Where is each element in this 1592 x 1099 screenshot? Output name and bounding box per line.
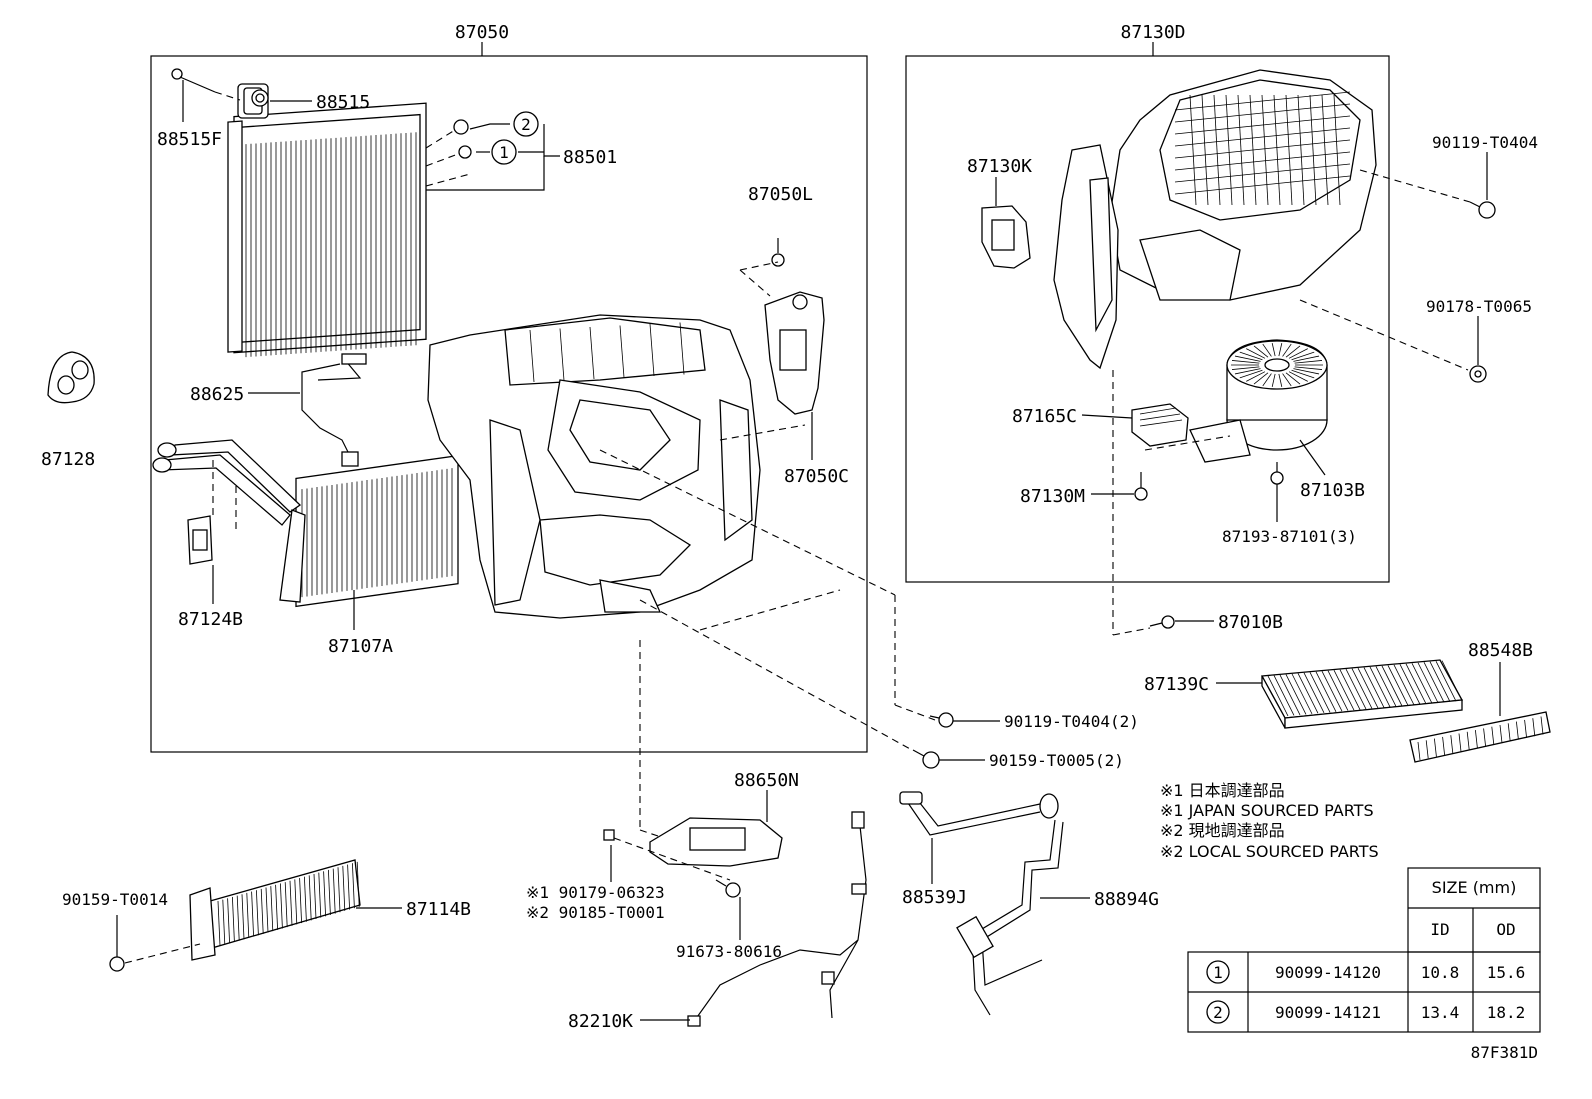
label-88625: 88625 bbox=[190, 384, 244, 405]
note-3: ※2 現地調達部品 bbox=[1160, 821, 1285, 840]
hose-88539J[interactable] bbox=[899, 791, 1059, 836]
row-1-part: 90099-14120 bbox=[1275, 963, 1381, 982]
row-2-id: 13.4 bbox=[1421, 1003, 1460, 1022]
sourcing-notes: ※1 日本調達部品 ※1 JAPAN SOURCED PARTS ※2 現地調達… bbox=[1160, 781, 1379, 861]
grommet-87128[interactable] bbox=[47, 351, 95, 404]
row-2-part: 90099-14121 bbox=[1275, 1003, 1381, 1022]
bolt-90159-T0014[interactable] bbox=[109, 915, 125, 972]
label-87114B: 87114B bbox=[406, 899, 471, 920]
label-88501: 88501 bbox=[563, 147, 617, 168]
size-table-col-od: OD bbox=[1496, 920, 1515, 939]
blower-housing[interactable] bbox=[1053, 69, 1377, 370]
label-90119-T0404-2: 90119-T0404(2) bbox=[1004, 712, 1139, 731]
label-88515: 88515 bbox=[316, 92, 370, 113]
nut-90178-T0065[interactable] bbox=[1469, 365, 1487, 383]
label-87103B: 87103B bbox=[1300, 480, 1365, 501]
label-90185-T0001: ※2 90185-T0001 bbox=[526, 903, 665, 922]
callout-1: 1 bbox=[491, 139, 517, 165]
screw-87050L[interactable] bbox=[771, 238, 785, 267]
clamp-87124B[interactable] bbox=[187, 515, 213, 565]
label-82210K: 82210K bbox=[568, 1011, 633, 1032]
evaporator-core[interactable] bbox=[227, 102, 427, 358]
label-88515F: 88515F bbox=[157, 129, 222, 150]
label-90159-T0005-2: 90159-T0005(2) bbox=[989, 751, 1124, 770]
label-87193-87101: 87193-87101(3) bbox=[1222, 527, 1357, 546]
label-87165C: 87165C bbox=[1012, 406, 1077, 427]
note-2: ※1 JAPAN SOURCED PARTS bbox=[1160, 801, 1374, 820]
label-87139C: 87139C bbox=[1144, 674, 1209, 695]
filter-cover-88548B[interactable] bbox=[1409, 711, 1551, 763]
clip-91673-80616[interactable] bbox=[715, 879, 741, 898]
label-87130M: 87130M bbox=[1020, 486, 1085, 507]
row-1-od: 15.6 bbox=[1487, 963, 1526, 982]
label-87128: 87128 bbox=[41, 449, 95, 470]
label-87050: 87050 bbox=[455, 22, 509, 43]
ptc-heater-87114B[interactable] bbox=[189, 859, 361, 961]
screw-87193[interactable] bbox=[1270, 462, 1284, 485]
screw-87130M[interactable] bbox=[1134, 472, 1148, 501]
cabin-air-filter-87139C[interactable] bbox=[1260, 659, 1464, 729]
label-87124B: 87124B bbox=[178, 609, 243, 630]
label-87050L: 87050L bbox=[748, 184, 813, 205]
o-ring-2[interactable] bbox=[453, 119, 469, 135]
screw-87010B[interactable] bbox=[1149, 615, 1175, 629]
label-90119-T0404: 90119-T0404 bbox=[1432, 133, 1538, 152]
o-ring-1[interactable] bbox=[458, 145, 472, 159]
label-87130D: 87130D bbox=[1120, 22, 1185, 43]
row-2-mark: 2 bbox=[1213, 1003, 1223, 1022]
expansion-valve[interactable] bbox=[237, 83, 269, 119]
label-87130K: 87130K bbox=[967, 156, 1032, 177]
row-1-mark: 1 bbox=[1213, 963, 1223, 982]
label-87010B: 87010B bbox=[1218, 612, 1283, 633]
size-table: SIZE (mm) ID OD 1 90099-14120 10.8 15.6 … bbox=[1187, 867, 1541, 1033]
drawing-code: 87F381D bbox=[1471, 1043, 1538, 1062]
label-88894G: 88894G bbox=[1094, 889, 1159, 910]
motor-controller-87165C[interactable] bbox=[1131, 403, 1189, 447]
size-table-title: SIZE (mm) bbox=[1432, 878, 1517, 897]
label-91673-80616: 91673-80616 bbox=[676, 942, 782, 961]
label-87107A: 87107A bbox=[328, 636, 393, 657]
blower-unit-frame bbox=[905, 55, 1390, 583]
bracket-88650N[interactable] bbox=[603, 817, 783, 867]
evaporator-unit-frame bbox=[150, 55, 868, 753]
heater-core[interactable] bbox=[152, 439, 459, 608]
wire-harness-88625[interactable] bbox=[301, 353, 367, 467]
screw-90119-T0404-2[interactable] bbox=[929, 712, 954, 728]
blower-motor-87103B[interactable] bbox=[1189, 339, 1328, 463]
size-table-col-id: ID bbox=[1430, 920, 1449, 939]
row-1-id: 10.8 bbox=[1421, 963, 1460, 982]
label-90178-T0065: 90178-T0065 bbox=[1426, 297, 1532, 316]
label-88650N: 88650N bbox=[734, 770, 799, 791]
wire-harness-82210K[interactable] bbox=[687, 811, 867, 1027]
svg-text:1: 1 bbox=[499, 143, 509, 162]
callout-2: 2 bbox=[513, 111, 539, 137]
label-90179-06323: ※1 90179-06323 bbox=[526, 883, 665, 902]
label-87050C: 87050C bbox=[784, 466, 849, 487]
note-4: ※2 LOCAL SOURCED PARTS bbox=[1160, 842, 1379, 861]
note-1: ※1 日本調達部品 bbox=[1160, 781, 1285, 800]
resistor-87130K[interactable] bbox=[981, 205, 1031, 269]
label-90159-T0014: 90159-T0014 bbox=[62, 890, 168, 909]
screw-90119-T0404-top[interactable] bbox=[1469, 201, 1496, 219]
bolt-88515F[interactable] bbox=[171, 68, 216, 93]
label-88548B: 88548B bbox=[1468, 640, 1533, 661]
pipe-88894G[interactable] bbox=[956, 819, 1064, 1016]
row-2-od: 18.2 bbox=[1487, 1003, 1526, 1022]
label-88539J: 88539J bbox=[902, 887, 967, 908]
bolt-90159-T0005-2[interactable] bbox=[912, 749, 940, 769]
servo-motor-87050C[interactable] bbox=[764, 291, 825, 415]
svg-text:2: 2 bbox=[521, 115, 531, 134]
hvac-unit-case[interactable] bbox=[427, 314, 761, 619]
